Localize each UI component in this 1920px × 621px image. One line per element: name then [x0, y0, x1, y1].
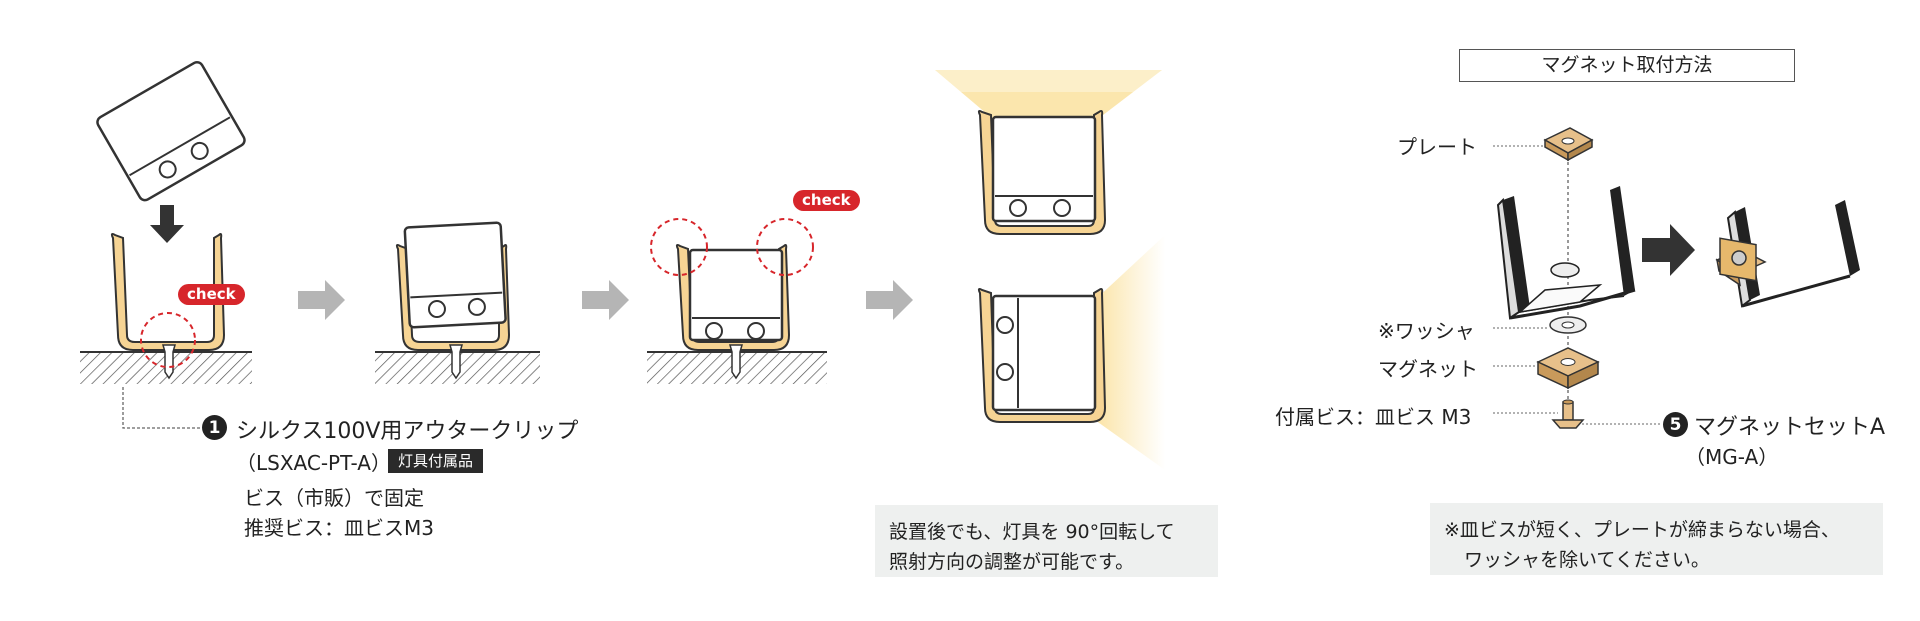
step1-model: （LSXAC-PT-A） [236, 451, 391, 475]
set-code: （MG-A） [1685, 445, 1779, 469]
light-glow-side [1095, 235, 1165, 470]
step1-screw-text: 推奨ビス：皿ビスM3 [244, 516, 434, 540]
screw-label: 付属ビス：皿ビス M3 [1275, 405, 1472, 429]
screw-1 [162, 344, 176, 380]
screw-part [1551, 399, 1585, 429]
down-arrow-icon [150, 205, 184, 243]
check-label: check [178, 284, 245, 305]
fixture-tilted [96, 60, 246, 202]
clip-black [1496, 186, 1636, 320]
check-circle-1 [140, 312, 196, 368]
check-label: check [793, 190, 860, 211]
check-circle-3 [756, 218, 814, 276]
arrow-right-icon [866, 280, 913, 320]
clip-1 [110, 233, 226, 351]
included-badge: 灯具付属品 [388, 449, 484, 473]
magnet-part [1536, 347, 1600, 390]
scene-3 [647, 218, 827, 384]
scene-4 [935, 70, 1165, 470]
step-number: 1 [202, 415, 227, 440]
arrow-right-icon [298, 280, 345, 320]
scene-1 [80, 60, 252, 429]
clip-with-magnet [1715, 200, 1860, 308]
rotation-note: 設置後でも、灯具を 90°回転して 照射方向の調整が可能です。 [875, 505, 1218, 577]
set-label: マグネットセットA [1694, 415, 1886, 440]
check-circle-2 [650, 218, 708, 276]
scene-2 [375, 221, 540, 384]
set-number: 5 [1663, 412, 1688, 437]
magnet-note: ※皿ビスが短く、プレートが締まらない場合、 ワッシャを除いてください。 [1430, 503, 1883, 575]
washer-label: ※ワッシャ [1378, 319, 1475, 343]
arrow-right-icon [582, 280, 629, 320]
magnet-assembly [1493, 127, 1860, 429]
washer-part [1549, 316, 1587, 334]
magnet-label: マグネット [1378, 357, 1478, 381]
step1-title: シルクス100V用アウタークリップ [236, 419, 579, 444]
arrow-right-icon [1642, 224, 1695, 276]
magnet-title: マグネット取付方法 [1459, 49, 1795, 82]
step1-fix-text: ビス（市販）で固定 [244, 486, 424, 510]
plate-label: プレート [1397, 135, 1477, 159]
plate-part [1543, 127, 1594, 162]
light-glow-top [935, 70, 1162, 125]
